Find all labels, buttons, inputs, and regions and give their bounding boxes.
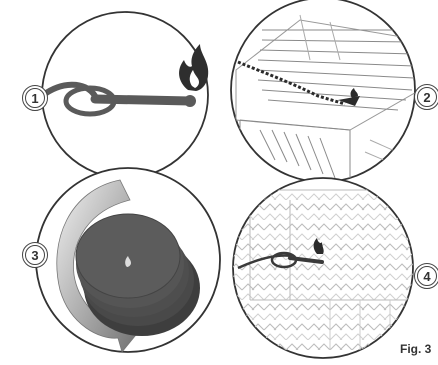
- grill-grate-icon: [230, 190, 420, 350]
- panel-4: [230, 178, 420, 358]
- panel-1: [42, 12, 208, 178]
- step-number-1: 1: [23, 86, 47, 110]
- step-number-4: 4: [415, 264, 438, 288]
- step-badge-1: 1: [22, 85, 48, 111]
- step-badge-3: 3: [22, 242, 48, 268]
- figure-label: Fig. 3: [400, 342, 438, 356]
- step-number-3: 3: [23, 243, 47, 267]
- step-badge-2: 2: [414, 84, 438, 110]
- panel-2: [231, 0, 420, 190]
- panel-3: [36, 168, 220, 352]
- step-badge-4: 4: [414, 263, 438, 289]
- step-number-2: 2: [415, 85, 438, 109]
